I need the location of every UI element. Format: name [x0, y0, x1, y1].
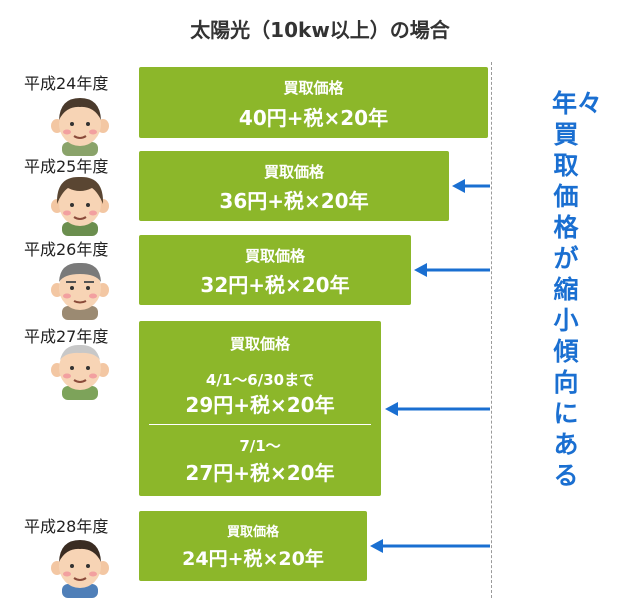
arrow-left-icon	[414, 263, 490, 277]
price-box-h24: 買取価格 40円+税×20年	[139, 67, 488, 138]
year-label-h26: 平成26年度	[24, 240, 109, 259]
price-value: 32円+税×20年	[200, 273, 350, 297]
price-value-2: 27円+税×20年	[185, 461, 335, 485]
price-box-h25: 買取価格 36円+税×20年	[139, 151, 449, 221]
price-box-h26: 買取価格 32円+税×20年	[139, 235, 411, 305]
period-2: 7/1～	[239, 437, 281, 455]
year-label-h28: 平成28年度	[24, 517, 109, 536]
page-title: 太陽光（10kw以上）の場合	[190, 18, 450, 42]
year-label-h24: 平成24年度	[24, 74, 109, 93]
price-box-label: 買取価格	[263, 163, 324, 181]
dashed-divider	[491, 62, 492, 598]
price-box-label: 買取価格	[229, 335, 290, 353]
person-icon	[51, 98, 109, 156]
price-value: 36円+税×20年	[219, 189, 369, 213]
person-icon	[51, 344, 109, 400]
year-label-h25: 平成25年度	[24, 157, 109, 176]
price-box-h28: 買取価格 24円+税×20年	[139, 511, 367, 581]
person-icon	[51, 540, 109, 598]
price-value-1: 29円+税×20年	[185, 393, 335, 417]
price-box-label: 買取価格	[244, 247, 305, 265]
price-value: 24円+税×20年	[182, 548, 324, 570]
price-value: 40円+税×20年	[238, 106, 389, 130]
person-icon	[51, 176, 109, 236]
person-icon	[51, 262, 109, 320]
arrow-left-icon	[370, 539, 490, 553]
price-box-h27: 買取価格 4/1～6/30まで 29円+税×20年 7/1～ 27円+税×20年	[139, 321, 381, 496]
arrow-left-icon	[452, 179, 490, 193]
side-annotation: 年々買取価格が縮小傾向にある	[552, 89, 603, 490]
arrow-left-icon	[385, 402, 490, 416]
price-box-label: 買取価格	[226, 525, 279, 540]
price-box-label: 買取価格	[283, 79, 344, 97]
divider	[149, 424, 371, 425]
period-1: 4/1～6/30まで	[205, 371, 315, 389]
year-label-h27: 平成27年度	[24, 327, 109, 346]
